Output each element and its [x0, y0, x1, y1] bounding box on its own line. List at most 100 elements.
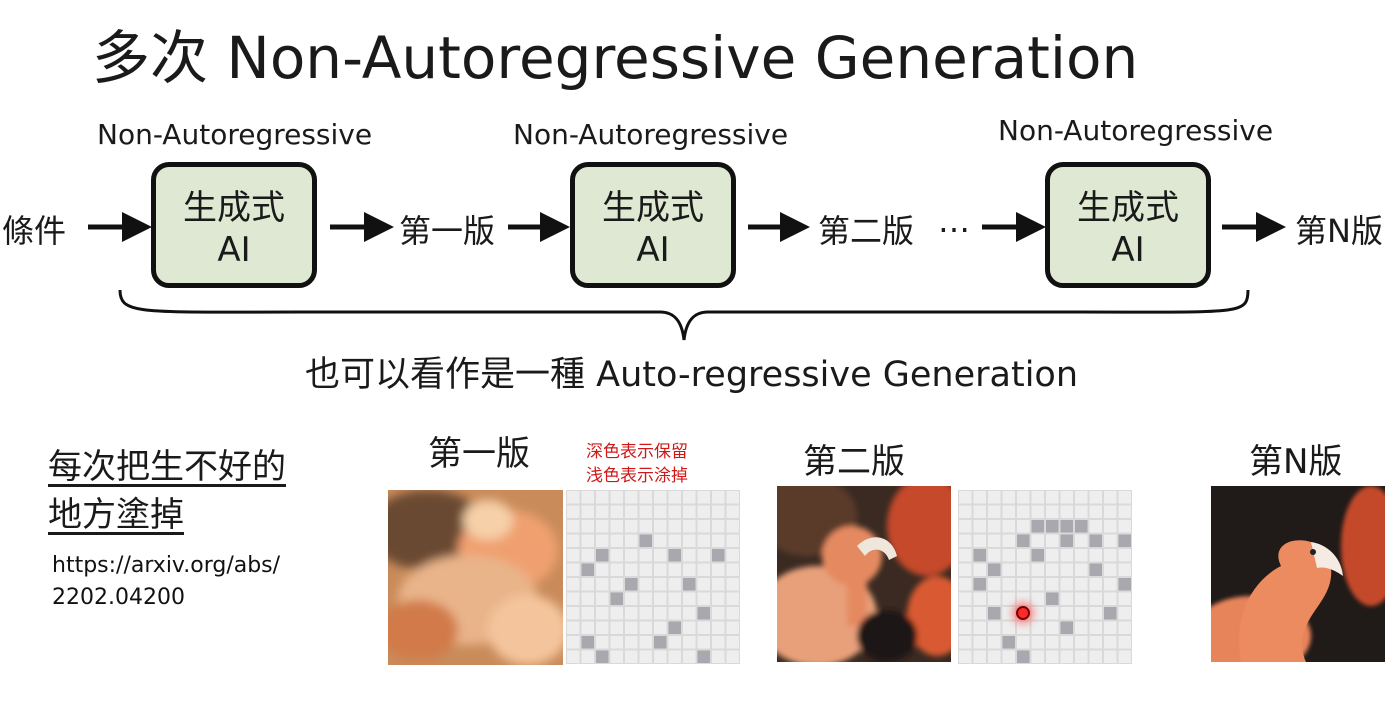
mask-cell [712, 621, 725, 634]
mask-cell [1118, 505, 1131, 518]
mask-cell [1002, 621, 1015, 634]
mask-cell [726, 621, 739, 634]
mask-cell [581, 534, 594, 547]
mask-cell [697, 549, 710, 562]
mask-cell [610, 621, 623, 634]
generative-ai-box-3: 生成式 AI [1045, 162, 1211, 288]
mask-cell [668, 563, 681, 576]
mask-cell [1031, 505, 1044, 518]
mask-cell [683, 650, 696, 663]
mask-cell [988, 636, 1001, 649]
mask-cell [1075, 505, 1088, 518]
mask-cell [959, 549, 972, 562]
mask-cell [625, 636, 638, 649]
mask-cell [726, 592, 739, 605]
mask-cell [1017, 636, 1030, 649]
mask-cell [1002, 505, 1015, 518]
mask-cell [668, 607, 681, 620]
mask-cell [1002, 549, 1015, 562]
mask-cell [1089, 520, 1102, 533]
na-label-1: Non-Autoregressive [97, 118, 373, 151]
arxiv-link[interactable]: https://arxiv.org/abs/ 2202.04200 [52, 550, 280, 614]
mask-cell [1118, 491, 1131, 504]
mask-cell [625, 491, 638, 504]
mask-note: 每次把生不好的 地方塗掉 [48, 443, 286, 539]
mask-cell [973, 505, 986, 518]
mask-cell [973, 636, 986, 649]
generative-ai-box-2: 生成式 AI [570, 162, 736, 288]
mask-cell [654, 607, 667, 620]
arxiv-link-line1[interactable]: https://arxiv.org/abs/ [52, 553, 281, 578]
mask-cell [1104, 650, 1117, 663]
mask-cell [639, 549, 652, 562]
mask-cell [1046, 607, 1059, 620]
mask-cell [1031, 534, 1044, 547]
example-v1-label: 第一版 [428, 434, 530, 474]
mask-cell [697, 607, 710, 620]
mask-cell [596, 563, 609, 576]
mask-cell [625, 650, 638, 663]
mask-cell [1002, 607, 1015, 620]
mask-cell [1089, 563, 1102, 576]
mask-cell [581, 636, 594, 649]
mask-cell [625, 563, 638, 576]
generative-ai-box-1: 生成式 AI [151, 162, 317, 288]
slide-title: 多次 Non-Autoregressive Generation [92, 24, 1139, 92]
mask-cell [1017, 621, 1030, 634]
mask-cell [596, 621, 609, 634]
mask-cell [1089, 491, 1102, 504]
mask-cell [654, 578, 667, 591]
mask-cell [1046, 621, 1059, 634]
mask-cell [1118, 607, 1131, 620]
mask-cell [567, 505, 580, 518]
mask-cell [726, 520, 739, 533]
mask-cell [1104, 549, 1117, 562]
mask-cell [1104, 636, 1117, 649]
mask-cell [567, 578, 580, 591]
mask-cell [596, 636, 609, 649]
mask-cell [1060, 607, 1073, 620]
mask-cell [1060, 491, 1073, 504]
version-2-flow-label: 第二版 [818, 212, 915, 250]
mask-cell [639, 520, 652, 533]
legend-dark-keep: 深色表示保留 [586, 442, 688, 462]
mask-cell [697, 563, 710, 576]
mask-cell [668, 621, 681, 634]
mask-cell [596, 520, 609, 533]
arxiv-link-line2[interactable]: 2202.04200 [52, 585, 185, 610]
version-1-flow-label: 第一版 [399, 212, 496, 250]
mask-cell [973, 578, 986, 591]
mask-cell [596, 607, 609, 620]
mask-cell [697, 520, 710, 533]
mask-cell [1118, 636, 1131, 649]
mask-grid-v2 [958, 490, 1132, 664]
mask-cell [726, 549, 739, 562]
mask-cell [973, 563, 986, 576]
mask-cell [1017, 563, 1030, 576]
mask-cell [1075, 636, 1088, 649]
mask-cell [712, 505, 725, 518]
mask-cell [1118, 578, 1131, 591]
mask-cell [1075, 520, 1088, 533]
mask-cell [712, 592, 725, 605]
mask-cell [697, 636, 710, 649]
mask-cell [1075, 621, 1088, 634]
mask-cell [726, 505, 739, 518]
mask-cell [1031, 491, 1044, 504]
mask-cell [712, 578, 725, 591]
mask-cell [654, 520, 667, 533]
mask-note-line2: 地方塗掉 [48, 495, 184, 535]
mask-cell [959, 607, 972, 620]
mask-cell [697, 592, 710, 605]
mask-cell [581, 563, 594, 576]
mask-cell [959, 520, 972, 533]
mask-cell [1017, 650, 1030, 663]
mask-cell [625, 534, 638, 547]
mask-cell [1075, 549, 1088, 562]
mask-cell [610, 491, 623, 504]
mask-cell [668, 549, 681, 562]
mask-cell [1031, 607, 1044, 620]
mask-cell [567, 491, 580, 504]
mask-cell [973, 534, 986, 547]
mask-cell [726, 607, 739, 620]
